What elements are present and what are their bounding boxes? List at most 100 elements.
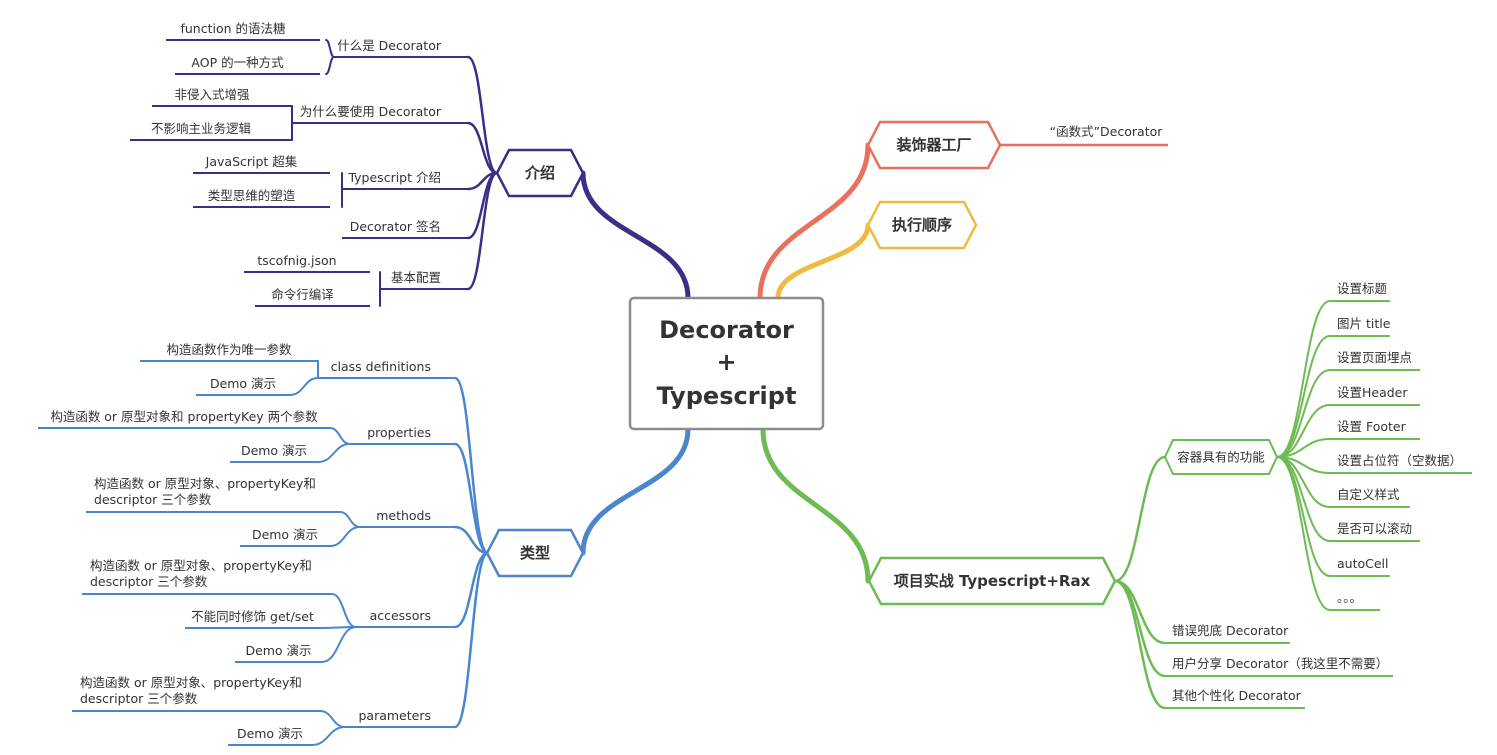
- container-item-1: 设置标题: [1337, 281, 1388, 296]
- intro-leaf: function 的语法糖: [180, 21, 286, 36]
- intro-item-3: Typescript 介绍: [347, 170, 441, 185]
- intro-leaf: 命令行编译: [271, 287, 334, 302]
- types-sub-connector: [453, 442, 490, 555]
- types-leaf: Demo 演示: [252, 527, 318, 542]
- types-leaf-connector: [311, 726, 346, 746]
- intro-item-2: 为什么要使用 Decorator: [300, 104, 442, 119]
- branch-types[interactable]: 类型: [485, 528, 585, 578]
- branch-factory[interactable]: 装饰器工厂: [866, 120, 1002, 170]
- factory-item-1: “函数式”Decorator: [1050, 124, 1164, 139]
- container-item-8: 是否可以滚动: [1337, 521, 1412, 536]
- types-item-4: accessors: [370, 608, 431, 623]
- types-item-1: class definitions: [331, 359, 431, 374]
- root-line-3: Typescript: [657, 382, 797, 410]
- types-sub-connector: [453, 551, 490, 729]
- container-leaf-connector: [1276, 456, 1331, 577]
- root-line-1: Decorator: [659, 316, 794, 344]
- root-to-intro-connector: [580, 170, 691, 301]
- project-container[interactable]: 容器具有的功能: [1163, 439, 1279, 475]
- types-leaf: 不能同时修饰 get/set: [191, 609, 314, 624]
- intro-sub-connector: [466, 121, 499, 175]
- container-item-10: 。。。: [1337, 590, 1362, 605]
- types-leaf: Demo 演示: [241, 443, 307, 458]
- intro-leaf: 类型思维的塑造: [208, 188, 296, 203]
- intro-leaf: tscofnig.json: [257, 253, 336, 268]
- types-leaf: Demo 演示: [245, 643, 311, 658]
- branch-intro-shape: [495, 148, 585, 198]
- branch-intro[interactable]: 介绍: [495, 148, 585, 198]
- root-to-project-connector: [760, 426, 871, 584]
- branch-order-label: 执行顺序: [892, 216, 952, 234]
- branch-factory-shape: [866, 120, 1002, 170]
- project-item-3: 其他个性化 Decorator: [1172, 688, 1302, 703]
- project-item-1: 错误兜底 Decorator: [1172, 623, 1289, 638]
- types-sub-connector: [453, 525, 490, 555]
- intro-leaf: AOP 的一种方式: [191, 55, 284, 70]
- intro-item-1: 什么是 Decorator: [337, 38, 442, 53]
- intro-leaf: JavaScript 超集: [205, 154, 298, 169]
- intro-leaf: 非侵入式增强: [174, 87, 250, 102]
- container-leaf-connector: [1276, 456, 1331, 611]
- node-layer: 介绍 什么是 Decorator function 的语法糖 AOP 的一种方式为什么…: [50, 21, 1462, 741]
- project-item-2: 用户分享 Decorator（我这里不需要）: [1172, 656, 1388, 671]
- branch-project[interactable]: 项目实战 Typescript+Rax: [867, 556, 1117, 606]
- root-node[interactable]: Decorator + Typescript: [628, 296, 825, 431]
- branch-factory-label: 装饰器工厂: [895, 136, 971, 154]
- types-leaf-connector: [329, 427, 351, 445]
- intro-leaf-connector: [325, 39, 335, 58]
- root-to-types-connector: [580, 426, 691, 556]
- branch-types-label: 类型: [520, 544, 550, 562]
- types-sub-connector: [453, 376, 490, 555]
- branch-project-label: 项目实战 Typescript+Rax: [894, 572, 1091, 590]
- branch-order-shape: [866, 200, 978, 250]
- types-leaf-connector: [339, 511, 361, 528]
- root-line-2: +: [716, 348, 736, 376]
- container-item-5: 设置 Footer: [1337, 419, 1407, 434]
- branch-order[interactable]: 执行顺序: [866, 200, 978, 250]
- container-leaf-connector: [1276, 369, 1331, 458]
- branch-intro-label: 介绍: [524, 164, 555, 182]
- branch-types-shape: [485, 528, 585, 578]
- root-to-factory-connector: [757, 142, 871, 301]
- intro-sub-connector: [466, 171, 499, 291]
- container-item-3: 设置页面埋点: [1337, 350, 1412, 365]
- project-item-connector: [1113, 579, 1167, 678]
- types-leaf: Demo 演示: [237, 726, 303, 741]
- container-item-4: 设置Header: [1337, 385, 1408, 400]
- types-item-5: parameters: [358, 708, 431, 723]
- container-item-2: 图片 title: [1337, 316, 1391, 331]
- intro-item-4: Decorator 签名: [350, 219, 441, 234]
- types-leaf-connector: [317, 443, 351, 463]
- container-leaf-connector: [1276, 300, 1331, 458]
- types-leaf: 构造函数 or 原型对象和 propertyKey 两个参数: [50, 409, 318, 424]
- container-leaf-connector: [1276, 335, 1331, 458]
- types-leaf-connector: [331, 593, 357, 628]
- container-item-7: 自定义样式: [1337, 487, 1400, 502]
- intro-leaf-connector: [325, 56, 335, 75]
- types-leaf: Demo 演示: [210, 376, 276, 391]
- intro-leaf: 不影响主业务逻辑: [151, 121, 251, 136]
- project-container-label: 容器具有的功能: [1177, 450, 1265, 465]
- connector-layer: [38, 39, 1472, 746]
- project-container-shape: [1163, 439, 1279, 475]
- types-leaf-connector: [319, 710, 346, 728]
- intro-item-5: 基本配置: [391, 270, 441, 285]
- intro-sub-connector: [466, 55, 499, 175]
- container-item-6: 设置占位符（空数据）: [1337, 453, 1462, 468]
- container-item-9: autoCell: [1337, 556, 1389, 571]
- types-leaf-connector: [289, 377, 319, 396]
- types-leaf: 构造函数作为唯一参数: [166, 342, 292, 357]
- project-container-connector: [1113, 455, 1167, 583]
- types-item-3: methods: [376, 508, 431, 523]
- root-to-order-connector: [775, 222, 871, 301]
- types-leaf-connector: [321, 626, 357, 663]
- types-leaf-connector: [329, 526, 361, 547]
- types-item-2: properties: [367, 425, 431, 440]
- project-item-connector: [1113, 579, 1167, 645]
- project-item-connector: [1113, 579, 1167, 710]
- container-leaf-connector: [1276, 404, 1331, 458]
